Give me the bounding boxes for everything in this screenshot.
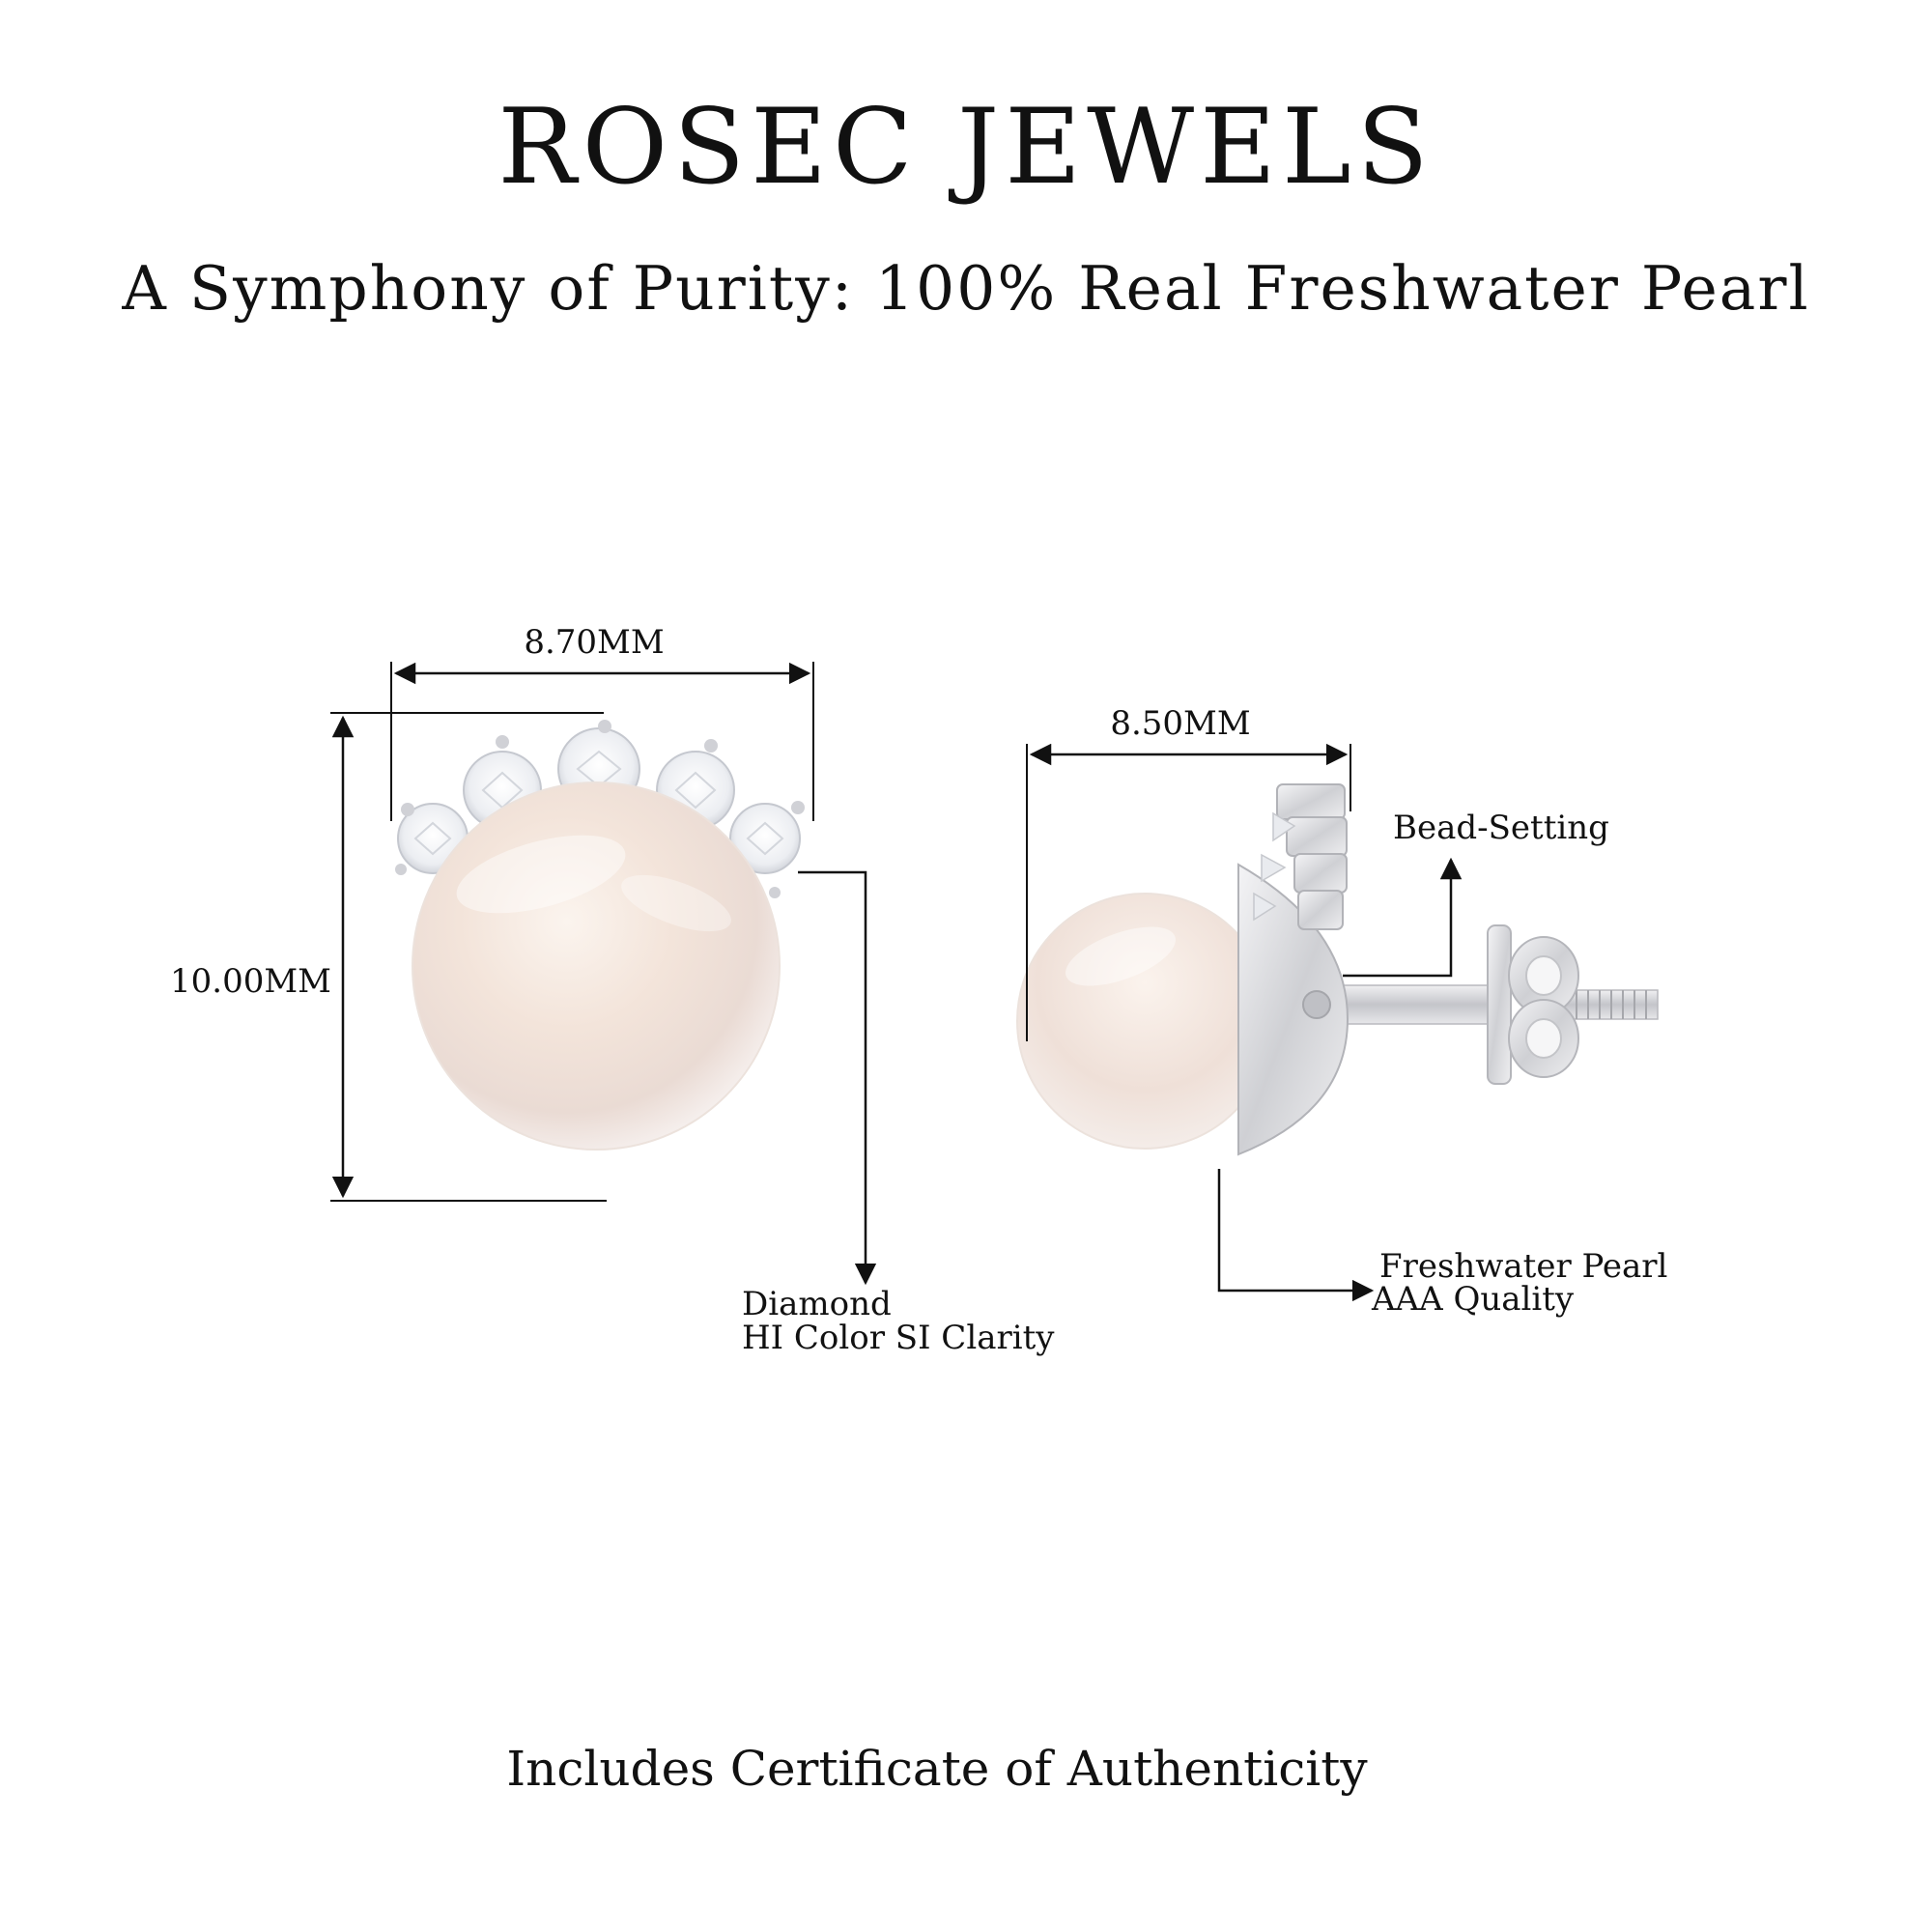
pearl-label-line1: Freshwater Pearl bbox=[1379, 1247, 1667, 1286]
front-view: 8.70MM 10.00MM Diamond HI Color SI Clari… bbox=[170, 623, 1055, 1357]
side-view: 8.50MM Bead-Setting Freshwater Pearl AAA… bbox=[1016, 704, 1667, 1319]
side-width-label: 8.50MM bbox=[1110, 704, 1250, 743]
front-width-label: 8.70MM bbox=[524, 623, 664, 662]
diamond-label-line1: Diamond bbox=[742, 1285, 892, 1323]
brand-title: ROSEC JEWELS bbox=[497, 87, 1435, 208]
side-bead-setting bbox=[1253, 783, 1348, 930]
diamond-callout-line bbox=[798, 870, 877, 1286]
diamond-label-line2: HI Color SI Clarity bbox=[742, 1319, 1055, 1357]
front-height-label: 10.00MM bbox=[170, 962, 331, 1001]
threaded-post bbox=[1564, 989, 1659, 1020]
subtitle: A Symphony of Purity: 100% Real Freshwat… bbox=[122, 253, 1810, 324]
screw-back bbox=[1487, 924, 1579, 1085]
post bbox=[1322, 984, 1508, 1025]
bead-setting-label: Bead-Setting bbox=[1393, 809, 1609, 847]
front-pearl bbox=[412, 781, 781, 1151]
bead-setting-callout-line bbox=[1343, 857, 1463, 978]
pearl-label-line2: AAA Quality bbox=[1371, 1280, 1575, 1319]
pearl-callout-line bbox=[1217, 1169, 1375, 1302]
certificate-note: Includes Certificate of Authenticity bbox=[506, 1741, 1368, 1797]
